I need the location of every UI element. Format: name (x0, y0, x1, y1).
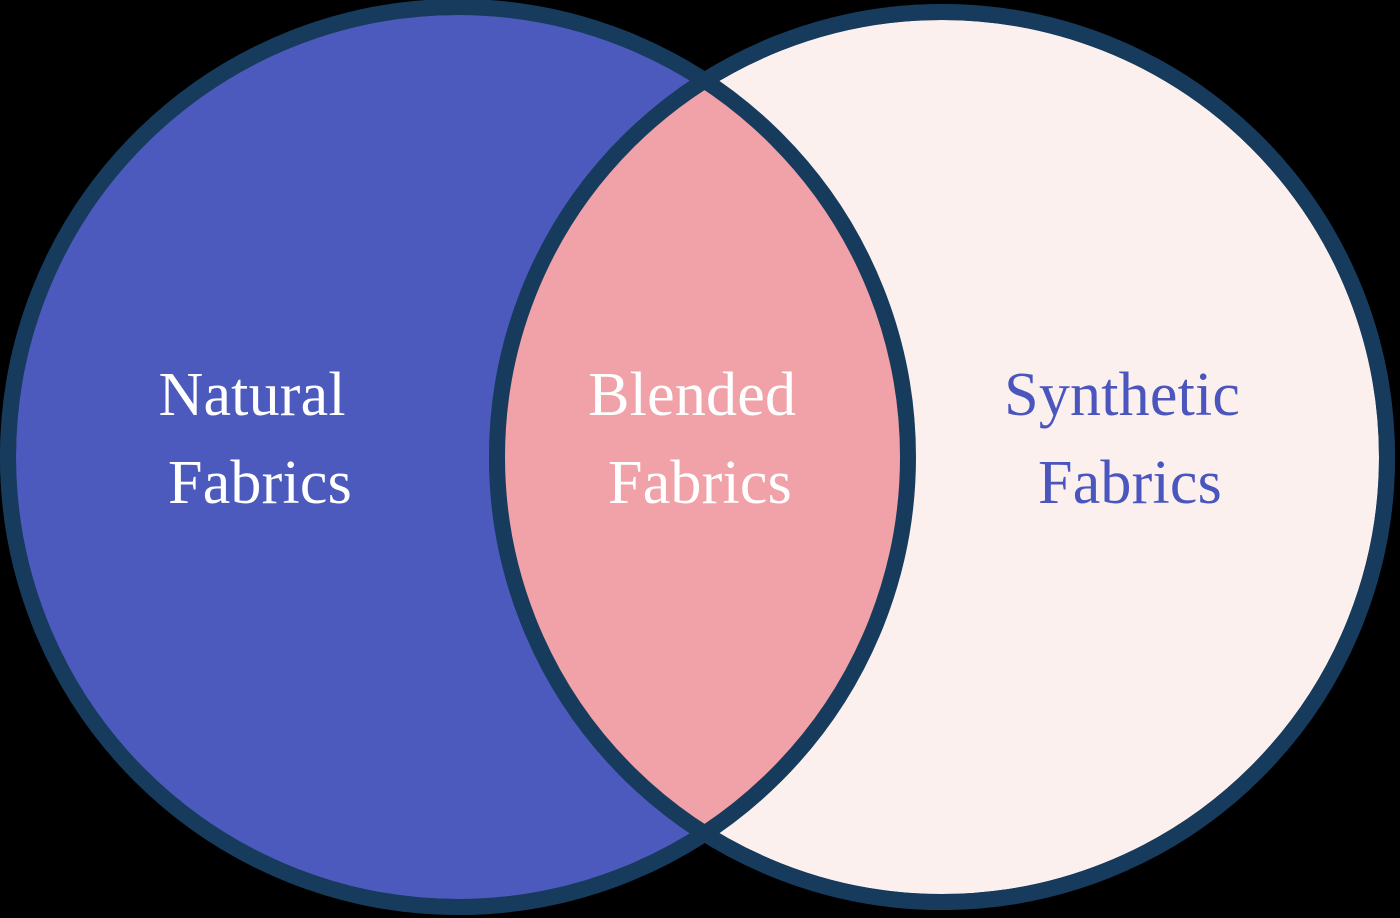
label-right-set: Synthetic Fabrics (1004, 361, 1256, 517)
label-intersection-set: Blended Fabrics (588, 361, 812, 517)
label-left-set: Natural Fabrics (158, 361, 361, 517)
label-intersection-line1: Blended (588, 361, 796, 429)
set-intersection-region[interactable] (497, 12, 1387, 902)
label-intersection-line2: Fabrics (608, 449, 792, 517)
left-circle-outline (0, 0, 916, 915)
label-right-line2: Fabrics (1038, 449, 1222, 517)
right-circle-outline (489, 4, 1395, 910)
intersection-group (497, 12, 1387, 902)
label-right-line1: Synthetic (1004, 361, 1240, 429)
label-left-line1: Natural (158, 361, 345, 429)
label-left-line2: Fabrics (168, 449, 352, 517)
